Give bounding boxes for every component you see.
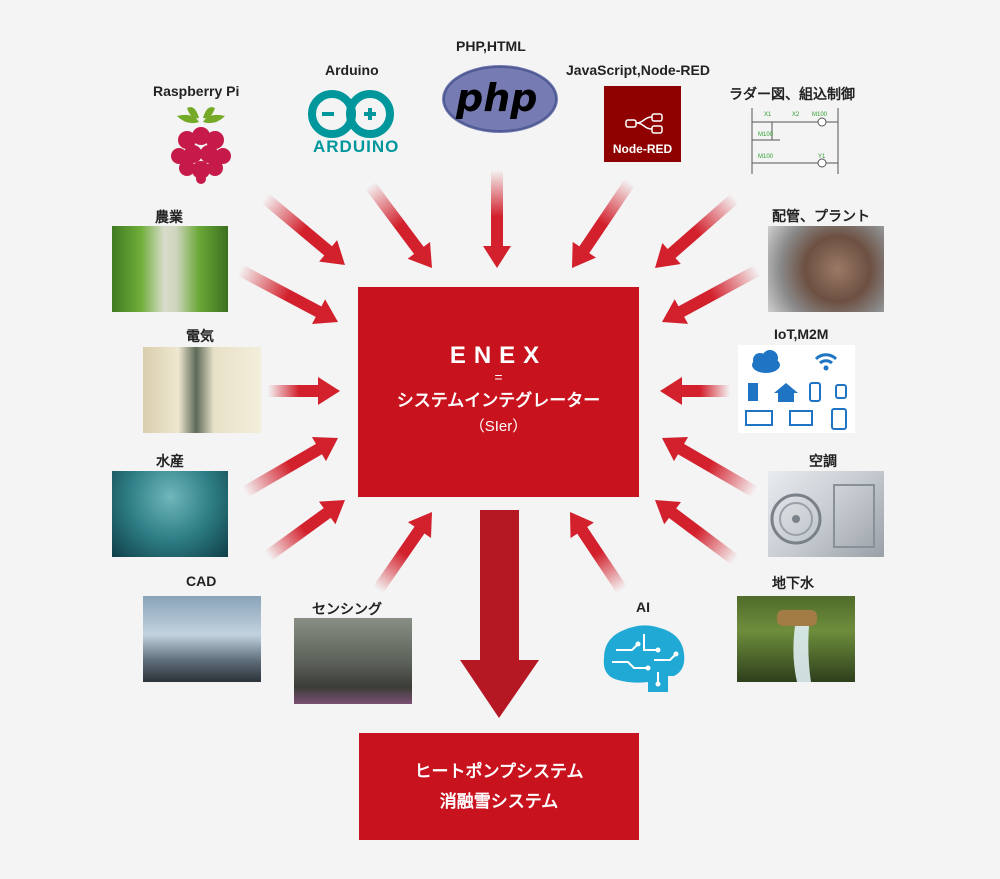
piping-photo: [768, 226, 884, 312]
label-php-html: PHP,HTML: [456, 38, 526, 54]
arrow-iot: [660, 377, 730, 405]
label-iot-m2m: IoT,M2M: [774, 326, 829, 342]
arrow-cad: [264, 499, 346, 561]
sensing-photo: [294, 618, 412, 704]
ladder-y1: Y1: [818, 154, 826, 160]
water-spout-icon: [777, 610, 817, 682]
ladder-diagram-icon: X1 X2 M100 M100 M100 Y1: [751, 108, 839, 174]
arrow-plant: [662, 264, 761, 324]
main-down-arrow: [460, 510, 539, 718]
label-ladder: ラダー図、組込制御: [729, 86, 855, 102]
iot-devices-icon: [738, 345, 855, 433]
center-box: ENEX = システムインテグレーター （SIer）: [358, 287, 639, 497]
arrow-elec: [268, 377, 340, 405]
ladder-m100-self: M100: [758, 132, 774, 138]
bottom-line-2: 消融雪システム: [439, 792, 559, 811]
arrow-ladder: [655, 193, 739, 269]
label-piping-plant: 配管、プラント: [772, 208, 870, 224]
center-subtitle: システムインテグレーター: [396, 391, 601, 410]
hvac-photo: [768, 471, 884, 557]
arrow-fish: [241, 436, 338, 498]
arduino-logo-icon: [308, 90, 395, 138]
nodered-logo-tile: Node-RED: [604, 86, 681, 162]
cad-photo: [143, 596, 261, 682]
label-fisheries: 水産: [156, 453, 184, 469]
ai-brain-icon: [603, 625, 685, 692]
bottom-box: ヒートポンプシステム 消融雪システム: [359, 733, 639, 840]
fisheries-photo: [112, 471, 228, 557]
arrow-sensing: [373, 511, 432, 594]
groundwater-photo: [737, 596, 855, 682]
fan-unit-icon: [770, 484, 875, 548]
php-wordmark: php: [456, 76, 538, 120]
arrow-php: [483, 170, 511, 268]
nodered-wordmark: Node-RED: [612, 142, 673, 156]
label-ai: AI: [636, 599, 650, 615]
label-groundwater: 地下水: [772, 575, 814, 591]
arrow-hvac: [662, 436, 759, 498]
ladder-x1: X1: [764, 112, 772, 118]
nodered-flow-icon: [625, 113, 663, 134]
ladder-m100-coil: M100: [812, 112, 828, 118]
arrow-ground: [655, 499, 739, 565]
label-javascript-nodered: JavaScript,Node-RED: [566, 62, 710, 78]
arrow-raspberry: [261, 193, 345, 266]
label-arduino: Arduino: [325, 62, 379, 78]
arrow-nodered: [571, 178, 635, 269]
label-raspberry-pi: Raspberry Pi: [153, 83, 240, 99]
arduino-wordmark: ARDUINO: [313, 137, 400, 156]
arrow-arduino: [365, 181, 433, 269]
raspberry-pi-icon: [171, 107, 231, 184]
arrow-agri: [237, 264, 339, 325]
agriculture-photo: [112, 226, 228, 312]
label-cad: CAD: [186, 573, 217, 589]
label-agriculture: 農業: [155, 209, 183, 225]
ladder-x2: X2: [792, 112, 800, 118]
label-sensing: センシング: [312, 601, 382, 617]
label-air-conditioning: 空調: [809, 453, 837, 469]
electric-panel-photo: [143, 347, 261, 433]
bottom-line-1: ヒートポンプシステム: [414, 762, 584, 781]
arrow-ai: [569, 512, 627, 594]
center-equals: =: [494, 369, 503, 385]
center-abbr: （SIer）: [469, 418, 528, 435]
center-title: ENEX: [449, 342, 548, 369]
label-electricity: 電気: [186, 328, 214, 344]
ladder-m100-contact: M100: [758, 154, 774, 160]
php-logo-icon: [442, 65, 558, 133]
